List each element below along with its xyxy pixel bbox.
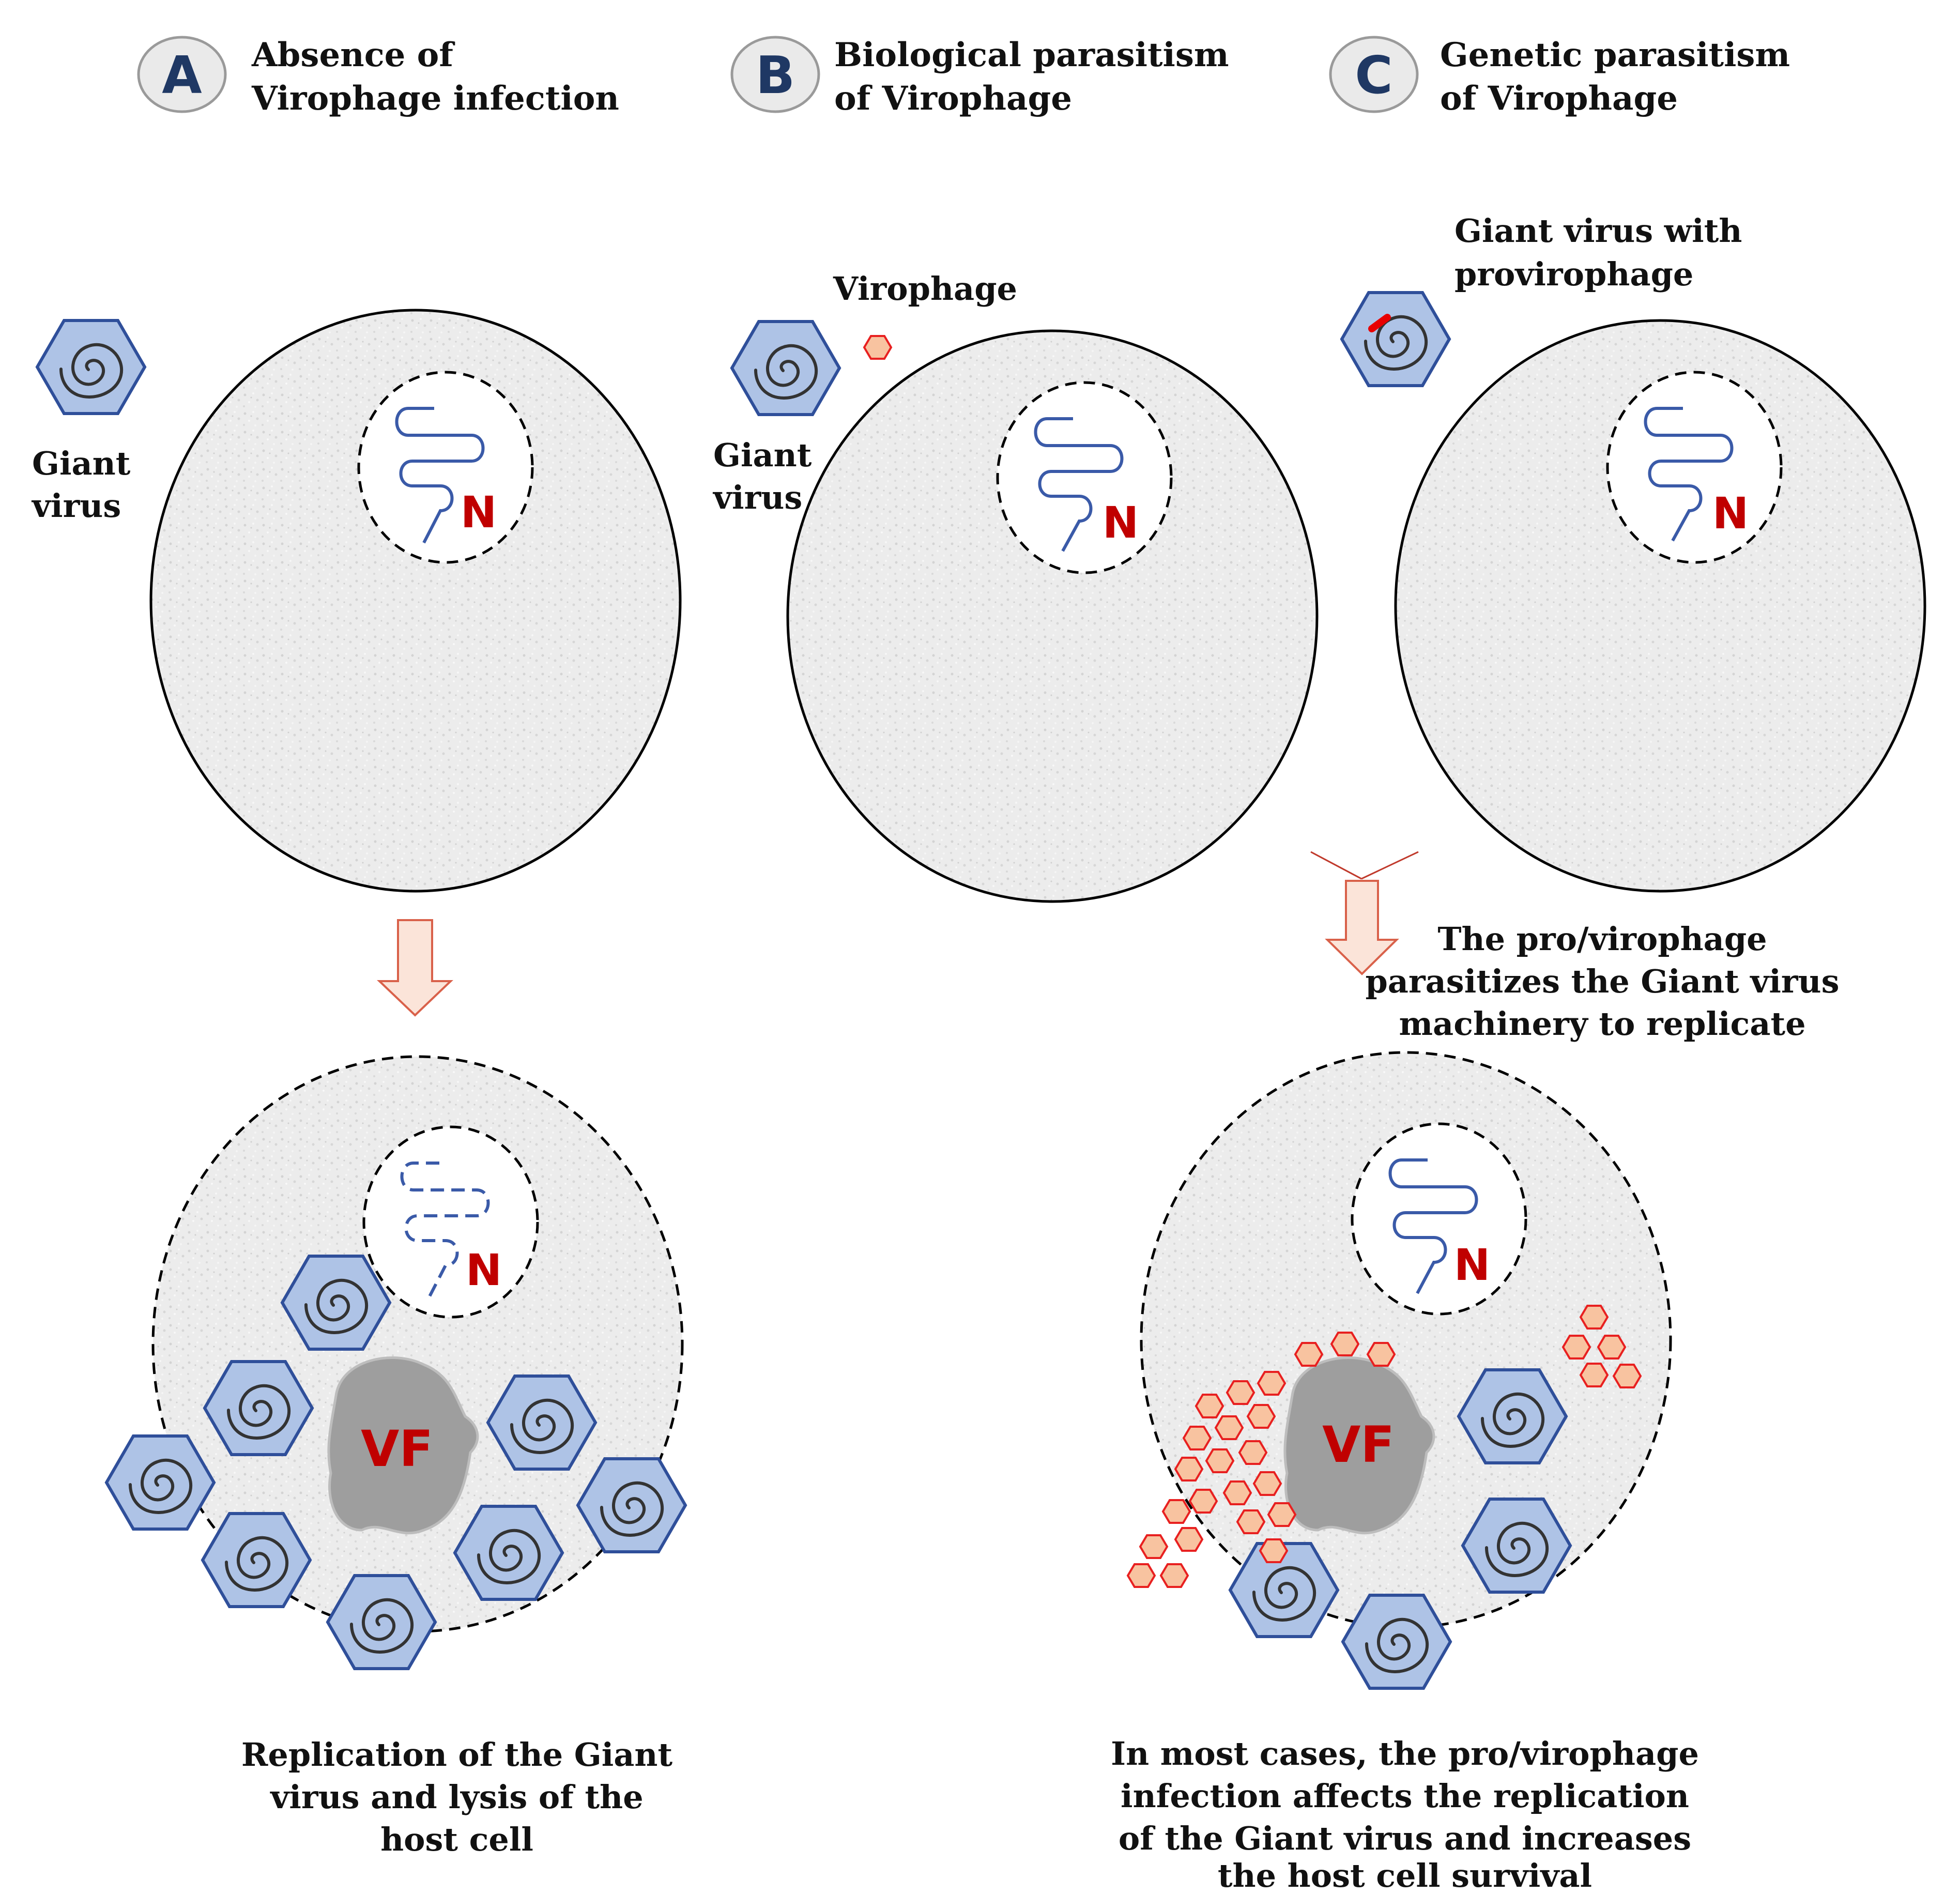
giant-virus-label-a-line2: virus xyxy=(31,487,121,525)
caption-c-bottom-line1: In most cases, the pro/virophage xyxy=(1111,1735,1699,1773)
panel-a-viral-factory xyxy=(327,1356,479,1535)
panel-b-giant-virus xyxy=(732,322,839,415)
panel-c-badge: C xyxy=(1329,36,1419,113)
giant-with-provirophage-label-line2: provirophage xyxy=(1454,255,1693,293)
caption-c-bottom-line4: the host cell survival xyxy=(1218,1857,1592,1894)
panel-c-down-arrow xyxy=(1310,851,1419,975)
panel-b-letter: B xyxy=(756,45,795,105)
panel-a-title-line2: Virophage infection xyxy=(251,79,619,118)
panel-c-title-line2: of Virophage xyxy=(1440,79,1678,118)
panel-a-giant-virus xyxy=(37,320,145,414)
panel-a-vf-label: VF xyxy=(361,1420,433,1478)
panel-b-title-line1: Biological parasitism xyxy=(834,36,1229,74)
panel-a-title-line1: Absence of xyxy=(251,36,455,74)
panel-c-vf-label: VF xyxy=(1322,1416,1395,1474)
panel-b-nucleus-label: N xyxy=(1102,497,1139,548)
caption-a-bottom-line3: host cell xyxy=(380,1821,533,1858)
caption-a-bottom-line1: Replication of the Giant xyxy=(241,1736,673,1774)
giant-virus-label-b-line1: Giant xyxy=(713,436,812,474)
giant-virus-label-b-line2: virus xyxy=(712,479,802,516)
caption-c-middle-line2: parasitizes the Giant virus xyxy=(1365,963,1839,1000)
panel-a-lysing-cell: N VF xyxy=(151,1055,684,1633)
panel-b-virophage xyxy=(863,335,892,360)
caption-a-bottom-line2: virus and lysis of the xyxy=(269,1778,643,1816)
giant-with-provirophage-label-line1: Giant virus with xyxy=(1454,212,1742,250)
panel-c-nucleus-label: N xyxy=(1712,488,1749,539)
caption-c-middle-line3: machinery to replicate xyxy=(1399,1005,1805,1043)
panel-c-host-cell: N xyxy=(1394,319,1926,893)
panel-c-title-line1: Genetic parasitism xyxy=(1440,36,1790,74)
caption-c-middle-line1: The pro/virophage xyxy=(1437,920,1767,958)
panel-c-letter: C xyxy=(1355,45,1392,105)
panel-c-nucleus xyxy=(1606,371,1783,564)
panel-a-badge: A xyxy=(137,36,227,113)
caption-c-bottom-line2: infection affects the replication xyxy=(1121,1777,1689,1815)
caption-c-bottom-line3: of the Giant virus and increases xyxy=(1119,1820,1691,1857)
panel-a-bottom-nucleus-label: N xyxy=(466,1245,502,1295)
panel-a-host-cell: N xyxy=(149,309,682,893)
giant-virus-label-a-line1: Giant xyxy=(32,445,131,482)
panel-a-letter: A xyxy=(162,45,202,105)
panel-c-bottom-nucleus xyxy=(1351,1122,1527,1316)
panel-c-surviving-cell: N VF xyxy=(1140,1051,1672,1629)
panel-a-degraded-nucleus xyxy=(362,1125,539,1319)
panel-c-giant-virus-with-provirophage xyxy=(1342,293,1449,386)
panel-a-nucleus xyxy=(357,371,534,564)
panel-a-down-arrow xyxy=(377,919,453,1017)
panel-b-host-cell: N xyxy=(786,329,1319,903)
panel-b-badge: B xyxy=(730,36,820,113)
panel-c-bottom-nucleus-label: N xyxy=(1454,1240,1490,1290)
panel-b-title-line2: of Virophage xyxy=(834,79,1072,118)
virophage-label: Virophage xyxy=(833,270,1017,308)
panel-a-nucleus-label: N xyxy=(461,487,497,538)
panel-b-nucleus xyxy=(996,381,1173,574)
